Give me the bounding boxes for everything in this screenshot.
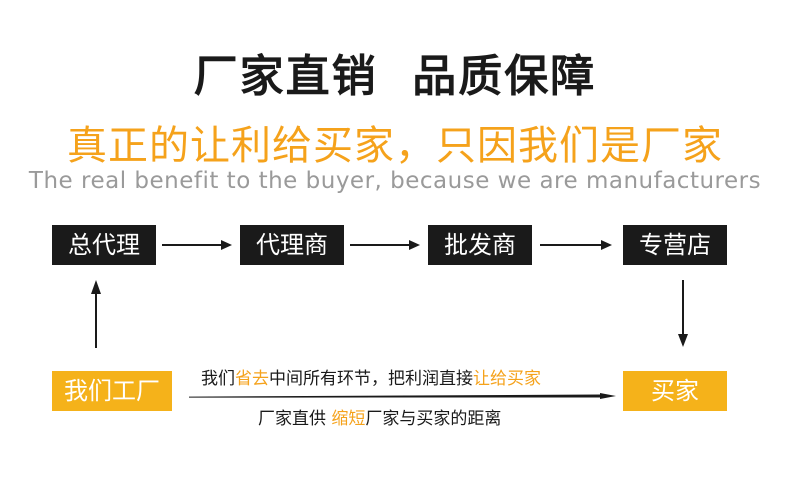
box-store: 专营店 xyxy=(623,225,727,265)
arrowhead-general xyxy=(91,280,101,294)
note-top-highlight-2: 让给买家 xyxy=(473,369,541,389)
box-agent: 代理商 xyxy=(240,225,344,265)
arrowhead-store xyxy=(601,240,612,250)
arrowhead-buyer xyxy=(678,334,688,347)
arrowhead-agent xyxy=(221,240,232,250)
note-bottom: 厂家直供 缩短厂家与买家的距离 xyxy=(258,404,501,429)
box-wholesaler: 批发商 xyxy=(428,225,532,265)
page-subtitle: 真正的让利给买家，只因我们是厂家 xyxy=(67,123,723,169)
note-top-part3: 中间所有环节，把利润直接 xyxy=(269,369,473,389)
box-buyer: 买家 xyxy=(623,371,727,411)
note-bottom-part3: 厂家与买家的距离 xyxy=(365,409,502,429)
note-top-part1: 我们 xyxy=(201,369,235,389)
page-title: 厂家直销 品质保障 xyxy=(193,51,597,102)
box-factory: 我们工厂 xyxy=(52,371,172,411)
english-tagline: The real benefit to the buyer, because w… xyxy=(28,168,762,194)
note-bottom-part1: 厂家直供 xyxy=(258,409,332,429)
direct-arrow xyxy=(189,393,616,399)
note-top-highlight-1: 省去 xyxy=(235,369,269,389)
note-top: 我们省去中间所有环节，把利润直接让给买家 xyxy=(201,364,541,389)
arrowhead-wholesaler xyxy=(409,240,420,250)
box-general-agent: 总代理 xyxy=(52,225,156,265)
note-bottom-highlight: 缩短 xyxy=(331,409,366,429)
